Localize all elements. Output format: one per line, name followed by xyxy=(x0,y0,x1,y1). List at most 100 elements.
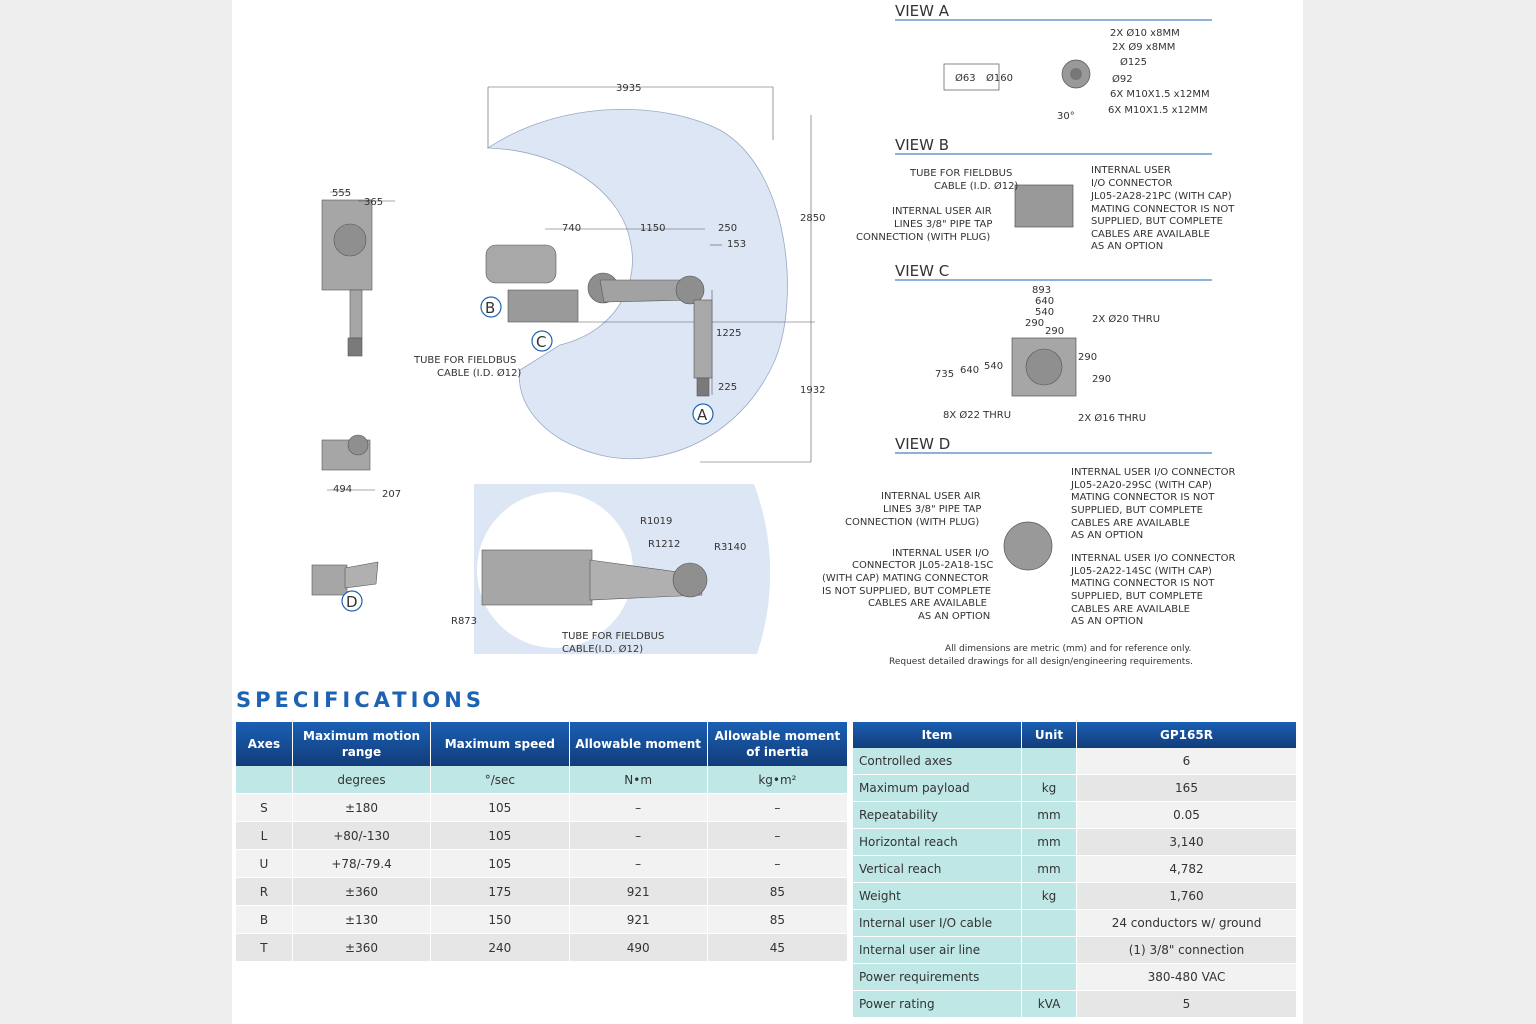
view-b-left-2-line-2: LINES 3/8" PIPE TAP xyxy=(894,219,992,230)
view-d-part xyxy=(1003,521,1053,571)
item-cell-val: 380-480 VAC xyxy=(1076,963,1297,991)
view-a-angle: 30° xyxy=(1057,111,1075,122)
item-header-model: GP165R xyxy=(1076,722,1297,748)
item-cell-val: 4,782 xyxy=(1076,855,1297,883)
axes-cell: B xyxy=(236,905,293,934)
dim-365: 365 xyxy=(364,197,383,208)
dim-250: 250 xyxy=(718,223,737,234)
footnote-line-2: Request detailed drawings for all design… xyxy=(889,657,1193,667)
marker-c xyxy=(531,330,553,352)
side-view: B C A 3935 740 1150 250 153 2850 1225 22… xyxy=(413,83,825,463)
view-d-left-1-note: INTERNAL USER AIR LINES 3/8" PIPE TAP CO… xyxy=(845,491,981,528)
item-cell-item: Maximum payload xyxy=(853,774,1022,802)
view-d: VIEW D INTERNAL USER AIR LINES 3/8" PIPE… xyxy=(822,435,1235,627)
axes-cell: – xyxy=(707,793,849,822)
axes-cell: ±180 xyxy=(292,793,432,822)
view-b-right-line-6: CABLES ARE AVAILABLE xyxy=(1091,229,1210,240)
view-b-left-1-line-1: TUBE FOR FIELDBUS xyxy=(909,168,1012,179)
item-cell-unit: mm xyxy=(1021,855,1077,883)
item-cell-item: Internal user air line xyxy=(853,936,1022,964)
axes-header-speed: Maximum speed xyxy=(430,722,570,766)
axes-cell: ±360 xyxy=(292,933,432,962)
top-tube-label-2: CABLE(I.D. Ø12) xyxy=(562,643,643,655)
axes-cell: – xyxy=(569,849,708,878)
axes-unit-cell: degrees xyxy=(292,766,432,794)
view-a-title: VIEW A xyxy=(895,2,950,20)
item-cell-item: Repeatability xyxy=(853,801,1022,829)
dim-2850: 2850 xyxy=(800,213,825,224)
dim-r1212: R1212 xyxy=(648,539,680,550)
view-d-left-1-line-1: INTERNAL USER AIR xyxy=(881,491,981,502)
view-c-callout-2: 8X Ø22 THRU xyxy=(943,409,1011,421)
dim-207: 207 xyxy=(382,489,401,500)
marker-d-label: D xyxy=(346,593,358,611)
axes-cell: 45 xyxy=(707,933,849,962)
top-tube-label-1: TUBE FOR FIELDBUS xyxy=(561,631,664,642)
view-d-left-2-line-6: AS AN OPTION xyxy=(918,611,990,622)
view-d-right-2-line-4: SUPPLIED, BUT COMPLETE xyxy=(1071,591,1203,602)
front-view: 555 365 xyxy=(321,188,395,357)
axes-specification-table: Axes Maximum motion range Maximum speed … xyxy=(236,722,849,962)
dim-494: 494 xyxy=(333,484,352,495)
axes-unit-cell: kg•m² xyxy=(707,766,849,794)
mini-top-view: D xyxy=(311,561,379,612)
axes-cell: U xyxy=(236,849,293,878)
axes-cell: L xyxy=(236,821,293,850)
view-d-left-1-line-2: LINES 3/8" PIPE TAP xyxy=(883,504,981,515)
view-a-callout-4: Ø92 xyxy=(1112,73,1133,85)
view-b-right-line-1: INTERNAL USER xyxy=(1091,165,1171,176)
view-a-dim-1: Ø63 xyxy=(955,72,976,84)
dim-555: 555 xyxy=(332,188,351,199)
view-d-left-2-line-3: (WITH CAP) MATING CONNECTOR xyxy=(822,573,989,584)
marker-b xyxy=(480,296,502,318)
item-cell-val: 3,140 xyxy=(1076,828,1297,856)
axes-table-header-row: Axes Maximum motion range Maximum speed … xyxy=(236,722,849,766)
view-a-callout-3: Ø125 xyxy=(1120,56,1147,68)
item-header-unit: Unit xyxy=(1021,722,1077,748)
view-c-dim-4: 290 xyxy=(1025,318,1044,329)
item-cell-item: Controlled axes xyxy=(853,748,1022,775)
view-c: VIEW C 893 640 540 290 290 735 640 540 2… xyxy=(895,262,1212,424)
view-c-dim-2: 640 xyxy=(1035,296,1054,307)
axes-cell: T xyxy=(236,933,293,962)
side-tube-label-1: TUBE FOR FIELDBUS xyxy=(413,355,516,366)
item-cell-unit: mm xyxy=(1021,801,1077,829)
view-b-part xyxy=(1014,184,1074,228)
dim-1225: 1225 xyxy=(716,328,741,339)
view-b-right-line-5: SUPPLIED, BUT COMPLETE xyxy=(1091,216,1223,227)
view-b: VIEW B TUBE FOR FIELDBUS CABLE (I.D. Ø12… xyxy=(856,136,1235,252)
specifications-title: SPECIFICATIONS xyxy=(236,688,485,712)
item-cell-unit xyxy=(1021,909,1077,937)
top-view: R1019 R1212 R3140 R873 TUBE FOR FIELDBUS… xyxy=(451,484,771,655)
view-b-left-2-line-3: CONNECTION (WITH PLUG) xyxy=(856,232,990,243)
item-cell-item: Weight xyxy=(853,882,1022,910)
view-a: VIEW A Ø63 Ø160 30° 2X Ø10 x8MM 2X Ø9 x8… xyxy=(895,2,1212,122)
side-tube-label-2: CABLE (I.D. Ø12) xyxy=(437,367,521,379)
dim-r3140: R3140 xyxy=(714,542,746,553)
view-c-title: VIEW C xyxy=(895,262,949,280)
view-d-left-1-line-3: CONNECTION (WITH PLUG) xyxy=(845,517,979,528)
axes-header-moment: Allowable moment xyxy=(569,722,708,766)
side-motor xyxy=(485,244,557,284)
technical-drawing: B C A 3935 740 1150 250 153 2850 1225 22… xyxy=(311,2,1235,667)
view-d-right-1-note: INTERNAL USER I/O CONNECTOR JL05-2A20-29… xyxy=(1070,467,1235,541)
view-a-callout-5: 6X M10X1.5 x12MM xyxy=(1110,89,1210,100)
axes-header-inertia: Allowable moment of inertia xyxy=(707,722,849,766)
dim-225: 225 xyxy=(718,382,737,393)
axes-cell: – xyxy=(569,821,708,850)
axes-cell: – xyxy=(707,821,849,850)
small-side-view: 494 207 xyxy=(321,434,401,500)
view-c-callout-3: 2X Ø16 THRU xyxy=(1078,412,1146,424)
axes-cell: 105 xyxy=(430,793,570,822)
item-cell-item: Vertical reach xyxy=(853,855,1022,883)
axes-cell: R xyxy=(236,877,293,906)
axes-header-range: Maximum motion range xyxy=(292,722,432,766)
item-cell-unit: mm xyxy=(1021,828,1077,856)
axes-unit-cell: °/sec xyxy=(430,766,570,794)
